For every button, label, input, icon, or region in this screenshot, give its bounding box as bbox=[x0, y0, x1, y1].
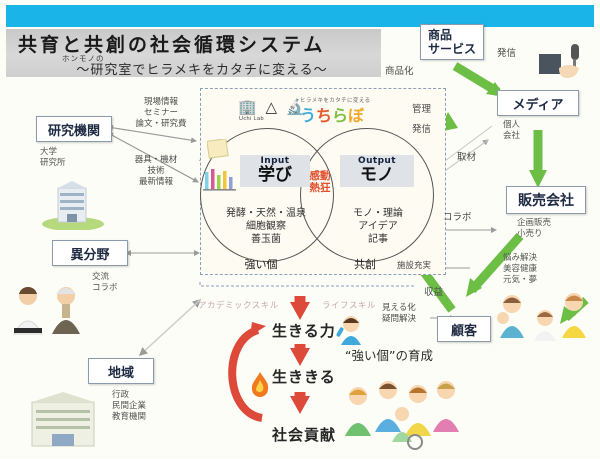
node-different-field-sub: 交流 コラボ bbox=[92, 272, 118, 293]
input-footer: 強い個 bbox=[244, 258, 278, 271]
edge-label-visualize: 見える化 疑問解決 bbox=[382, 303, 417, 324]
output-circle bbox=[300, 128, 434, 262]
output-label: Output モノ bbox=[340, 155, 414, 187]
note-icon bbox=[206, 138, 229, 164]
microphone-art bbox=[537, 40, 593, 87]
header-bar bbox=[6, 5, 594, 27]
boy-cheer-art bbox=[334, 313, 368, 352]
output-items: モノ・理論 アイデア 記事 bbox=[353, 208, 403, 245]
edge-label-equipment: 器具・機材 技術 最新情報 bbox=[134, 155, 178, 187]
node-customer-sub: 悩み解決 美容健康 元気・夢 bbox=[503, 253, 538, 285]
brand-char-2: ち bbox=[316, 106, 333, 125]
input-label-en: Input bbox=[260, 156, 290, 166]
edge-label-revenue: 収益 bbox=[424, 287, 444, 298]
output-footer: 共創 bbox=[354, 258, 376, 271]
page-title: 共育と共創の社会循環システム bbox=[18, 34, 326, 56]
test-tube-icon bbox=[203, 168, 237, 199]
uchi-lab-logo: 🏢 △ 🔬 Uchi Lab ヒラメキをカタチに変える うちらぼ bbox=[238, 96, 408, 126]
brand-char-3: ら bbox=[332, 106, 349, 125]
ikusei-label: “強い個”の育成 bbox=[345, 348, 433, 363]
title-block: 共育と共創の社会循環システム ホンモノの 〜研究室でヒラメキをカタチに変える〜 bbox=[6, 29, 381, 78]
logo-tagline: ヒラメキをカタチに変える bbox=[300, 98, 371, 104]
edge-label-collab: コラボ bbox=[443, 212, 472, 223]
edge-label-manage: 管理 bbox=[412, 104, 432, 115]
node-research-institution-sub: 大学 研究所 bbox=[40, 147, 66, 168]
node-sales-company[interactable]: 販売会社 bbox=[506, 186, 586, 214]
node-different-field[interactable]: 異分野 bbox=[52, 240, 128, 266]
edge-label-seminar: 現場情報 セミナー 論文・研究費 bbox=[135, 97, 187, 129]
input-items: 発酵・天然・温泉 細胞観察 善玉菌 bbox=[226, 208, 306, 245]
output-label-en: Output bbox=[358, 156, 396, 166]
people-art-left bbox=[8, 282, 92, 345]
lab-icons: 🏢 △ 🔬 bbox=[238, 98, 307, 116]
input-label-jp: 学び bbox=[258, 165, 292, 185]
node-customer[interactable]: 顧客 bbox=[437, 316, 491, 342]
flow-step-1: 生きる力 bbox=[272, 322, 336, 340]
output-label-jp: モノ bbox=[360, 165, 394, 185]
skill-label-life: ライフスキル bbox=[322, 301, 377, 311]
edge-label-facility: 施設充実 bbox=[397, 261, 432, 271]
node-media-sub: 個人 会社 bbox=[503, 120, 521, 141]
input-label: Input 学び bbox=[240, 155, 310, 187]
brand-char-4: ぼ bbox=[348, 106, 365, 125]
flow-step-2: 生ききる bbox=[272, 368, 336, 386]
node-region-sub: 行政 民間企業 教育機関 bbox=[112, 390, 147, 422]
node-sales-company-sub: 企画販売 小売り bbox=[517, 218, 552, 239]
node-product-service[interactable]: 商品 サービス bbox=[420, 24, 484, 60]
group-people-art bbox=[340, 374, 472, 459]
edge-label-broadcast-top: 発信 bbox=[497, 48, 517, 59]
skill-label-academic: アカデミックスキル bbox=[198, 301, 279, 311]
flow-step-3: 社会貢献 bbox=[272, 426, 337, 444]
title-ruby: ホンモノの bbox=[62, 54, 105, 63]
node-research-institution[interactable]: 研究機関 bbox=[36, 116, 112, 142]
family-art bbox=[490, 286, 594, 351]
center-overlap-text: 感動 熱狂 bbox=[309, 170, 331, 194]
university-building-art bbox=[40, 178, 106, 235]
logo-brand: うちらぼ bbox=[300, 102, 364, 126]
logo-caption: Uchi Lab bbox=[239, 116, 264, 122]
edge-label-commercialize: 商品化 bbox=[385, 66, 414, 77]
node-region[interactable]: 地域 bbox=[88, 358, 154, 384]
brand-char-1: う bbox=[300, 106, 317, 125]
edge-label-broadcast-left: 発信 bbox=[412, 124, 432, 135]
city-hall-art bbox=[22, 388, 106, 455]
edge-label-coverage: 取材 bbox=[457, 152, 477, 163]
node-media[interactable]: メディア bbox=[497, 90, 579, 116]
flame-art bbox=[248, 370, 272, 403]
page-subtitle: 〜研究室でヒラメキをカタチに変える〜 bbox=[76, 63, 328, 78]
